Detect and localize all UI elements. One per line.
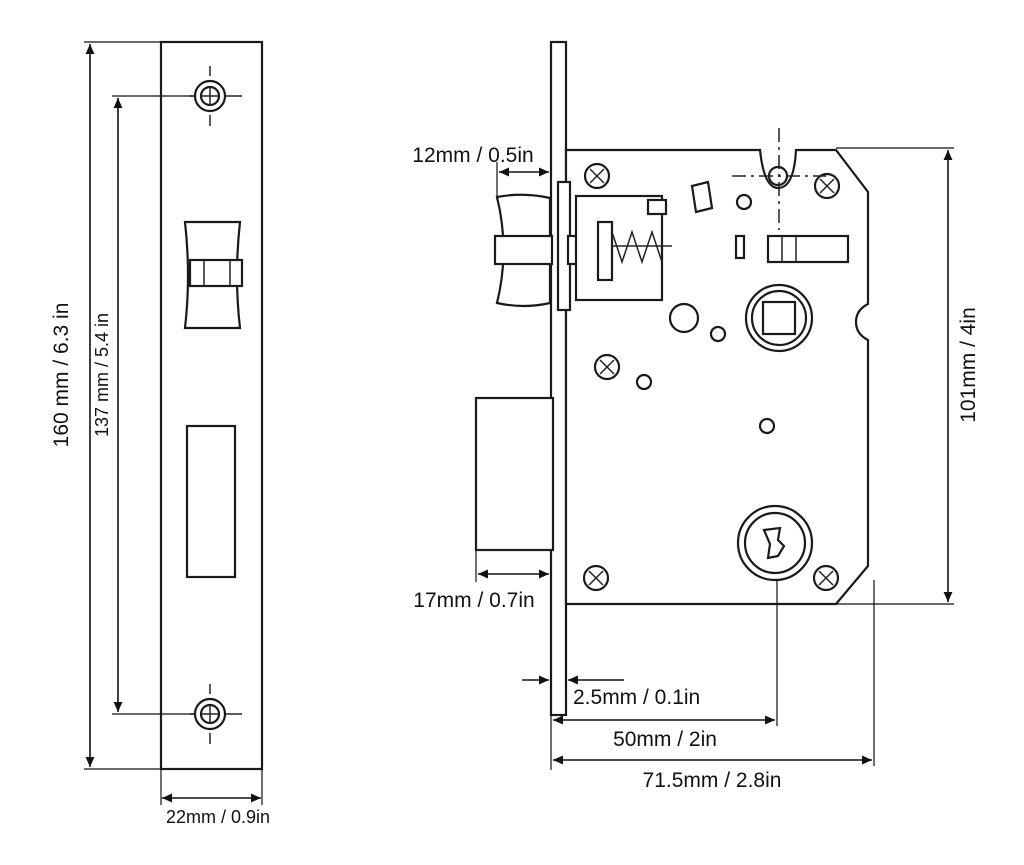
top-screw-icon — [190, 66, 242, 126]
case-screw-icon — [583, 162, 611, 190]
latch-slot — [183, 220, 244, 330]
cylinder-hole — [736, 504, 814, 582]
spindle-hub — [744, 283, 814, 353]
faceplate — [159, 40, 264, 771]
faceplate-length-dimension: 160 mm / 6.3 in — [50, 41, 161, 770]
faceplate-width-dimension: 22mm / 0.9in — [160, 769, 270, 827]
deadbolt — [474, 396, 555, 552]
lock-body-side-view: 12mm / 0.5in 17mm / 0.7in 2.5mm / 0.1in … — [412, 40, 980, 792]
bolt-projection-label: 17mm / 0.7in — [413, 589, 534, 612]
latch-projection-dimension: 12mm / 0.5in — [412, 144, 549, 200]
case-depth-label: 71.5mm / 2.8in — [643, 769, 782, 792]
deadbolt-slot — [185, 424, 237, 579]
case-screw-icon — [812, 564, 840, 592]
latch-bolt — [493, 180, 672, 312]
latch-projection-label: 12mm / 0.5in — [412, 144, 533, 167]
case-screw-icon — [582, 564, 610, 592]
case-height-label: 101mm / 4in — [957, 307, 980, 423]
case-height-dimension: 101mm / 4in — [836, 147, 980, 605]
internal-parts — [635, 165, 850, 435]
case-depth-dimension: 71.5mm / 2.8in — [553, 580, 875, 792]
screw-spacing-label: 137 mm / 5.4 in — [92, 313, 112, 437]
backset-dimension: 50mm / 2in — [553, 580, 778, 751]
faceplate-edge — [549, 40, 568, 717]
case-screw-icon — [813, 172, 841, 200]
faceplate-front-view: 160 mm / 6.3 in 137 mm / 5.4 in 22mm / 0… — [50, 40, 270, 827]
faceplate-width-label: 22mm / 0.9in — [166, 807, 270, 827]
case-screw-icon — [593, 353, 621, 381]
plate-thickness-label: 2.5mm / 0.1in — [573, 686, 700, 709]
faceplate-length-label: 160 mm / 6.3 in — [50, 303, 73, 448]
plate-thickness-dimension: 2.5mm / 0.1in — [522, 604, 700, 770]
backset-label: 50mm / 2in — [613, 728, 717, 751]
bolt-projection-dimension: 17mm / 0.7in — [413, 550, 549, 612]
screw-spacing-dimension: 137 mm / 5.4 in — [92, 95, 196, 715]
